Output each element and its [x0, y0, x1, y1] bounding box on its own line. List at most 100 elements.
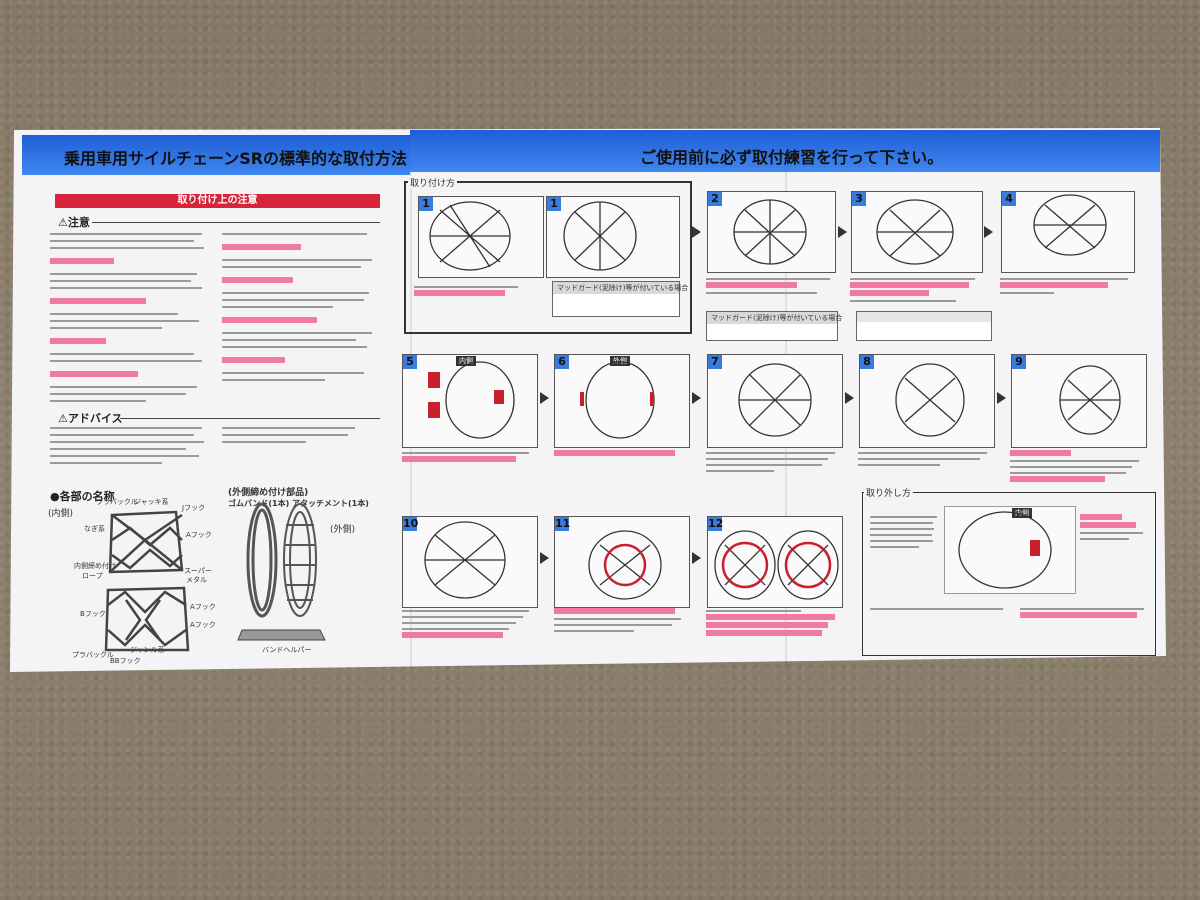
part-label: ジャッキ系 — [134, 498, 169, 506]
divider — [120, 418, 380, 419]
tyre — [777, 530, 839, 600]
left-header-band: 乗用車用サイルチェーンSRの標準的な取付方法 — [22, 135, 410, 175]
next-arrow — [692, 392, 701, 404]
tyre — [585, 361, 655, 439]
step-12-caption — [706, 606, 842, 636]
attachment-ring — [283, 503, 317, 617]
chain-net — [739, 374, 811, 426]
right-header-title: ご使用前に必ず取付練習を行って下さい。 — [640, 148, 944, 167]
next-arrow — [997, 392, 1006, 404]
step-5-caption — [402, 448, 536, 462]
step-8-image — [859, 354, 995, 448]
next-arrow — [692, 552, 701, 564]
step-number: 5 — [403, 355, 417, 369]
attachment-label: アタッチメント(1本) — [292, 499, 369, 508]
chain-net — [724, 544, 829, 586]
parts-heading: ●各部の名称 — [50, 490, 115, 503]
step-number: 7 — [708, 355, 722, 369]
step-2-caption — [706, 274, 836, 294]
rubber-band-label: ゴムバンド(1本) — [228, 499, 290, 508]
outside-tag: 外側 — [610, 356, 630, 366]
removal-note-1 — [870, 604, 1010, 610]
next-arrow — [845, 392, 854, 404]
part-label: なぎ系 — [84, 525, 105, 533]
step-4-caption — [1000, 274, 1135, 294]
tyre — [958, 511, 1052, 589]
removal-section-label: 取り外し方 — [864, 486, 914, 499]
extra-parts-title: (外側締め付け部品) — [228, 488, 309, 498]
left-header-title: 乗用車用サイルチェーンSRの標準的な取付方法 — [64, 149, 408, 168]
chain-net — [1060, 379, 1120, 421]
band-helper-label: バンドヘルパー — [262, 646, 312, 654]
warning-icon: ⚠ — [58, 412, 68, 425]
step-number: 8 — [860, 355, 874, 369]
step-1-caption — [414, 282, 544, 296]
part-label: メタル — [186, 576, 207, 584]
next-arrow — [540, 552, 549, 564]
chain-net — [430, 204, 510, 268]
rubber-band-rings — [246, 502, 278, 618]
right-header-band: ご使用前に必ず取付練習を行って下さい。 — [410, 130, 1160, 172]
advice-text-right — [222, 422, 362, 443]
step-10-caption — [402, 606, 536, 638]
step-8-caption — [858, 448, 994, 466]
step-11-caption — [554, 606, 688, 632]
chain-net — [734, 200, 806, 264]
part-label: BBフック — [110, 657, 141, 665]
red-chain-rings — [603, 541, 832, 589]
part-label: スーパー — [184, 567, 212, 575]
next-arrow — [838, 226, 847, 238]
step-4-image — [1001, 191, 1135, 273]
step-9-caption — [1010, 448, 1146, 482]
warning-icon: ⚠ — [58, 216, 68, 229]
removal-frame — [862, 492, 1156, 656]
red-highlights — [428, 372, 1040, 556]
tyre — [445, 361, 515, 439]
mudguard-note: マッドガード(泥除け)等が付いている場合 — [552, 281, 688, 317]
install-section-label: 取り付け方 — [408, 176, 458, 189]
part-label: 内側締め付け — [74, 562, 116, 570]
caution-text-right — [222, 228, 380, 381]
step-number: 2 — [708, 192, 722, 206]
step-number: 3 — [852, 192, 866, 206]
part-label: Bフック — [80, 610, 106, 618]
chain-net — [1034, 204, 1106, 249]
next-arrow — [984, 226, 993, 238]
removal-caption-left — [870, 512, 940, 548]
chain-net — [877, 209, 953, 257]
install-notes-bar: 取り付け上の注意 — [55, 194, 380, 208]
step-1a-image — [418, 196, 544, 278]
step-3-caption — [850, 274, 982, 302]
part-label: Jフック — [182, 504, 206, 512]
step-number: 10 — [403, 517, 419, 531]
step-number: 4 — [1002, 192, 1016, 206]
step-6-caption — [554, 448, 688, 456]
step-number: 6 — [555, 355, 569, 369]
install-frame — [404, 181, 692, 334]
removal-inside-tag: 内側 — [1012, 508, 1032, 518]
inside-tag: 内側 — [456, 356, 476, 366]
part-label: プラバックル — [96, 498, 138, 506]
step-5-image — [402, 354, 538, 448]
step-number: 11 — [555, 517, 571, 531]
divider — [92, 222, 380, 223]
step-1b-image — [546, 196, 680, 278]
part-label: Aフック — [186, 531, 212, 539]
chain-net — [425, 534, 505, 586]
tyre — [895, 363, 965, 437]
step-number: 1 — [419, 197, 433, 211]
advice-text-left — [50, 422, 210, 464]
chain-net-inner — [104, 510, 190, 652]
removal-image — [944, 506, 1076, 594]
part-label: ロープ — [82, 572, 103, 580]
caution-text-left — [50, 228, 210, 402]
removal-caption-right — [1080, 512, 1150, 540]
part-label: Aフック — [190, 603, 216, 611]
inner-label: (内側) — [48, 509, 74, 519]
caution-heading: ⚠注意 — [58, 216, 90, 229]
mudguard-note: マッドガード(泥除け)等が付いている場合 — [706, 311, 842, 341]
chain-net — [904, 377, 956, 423]
